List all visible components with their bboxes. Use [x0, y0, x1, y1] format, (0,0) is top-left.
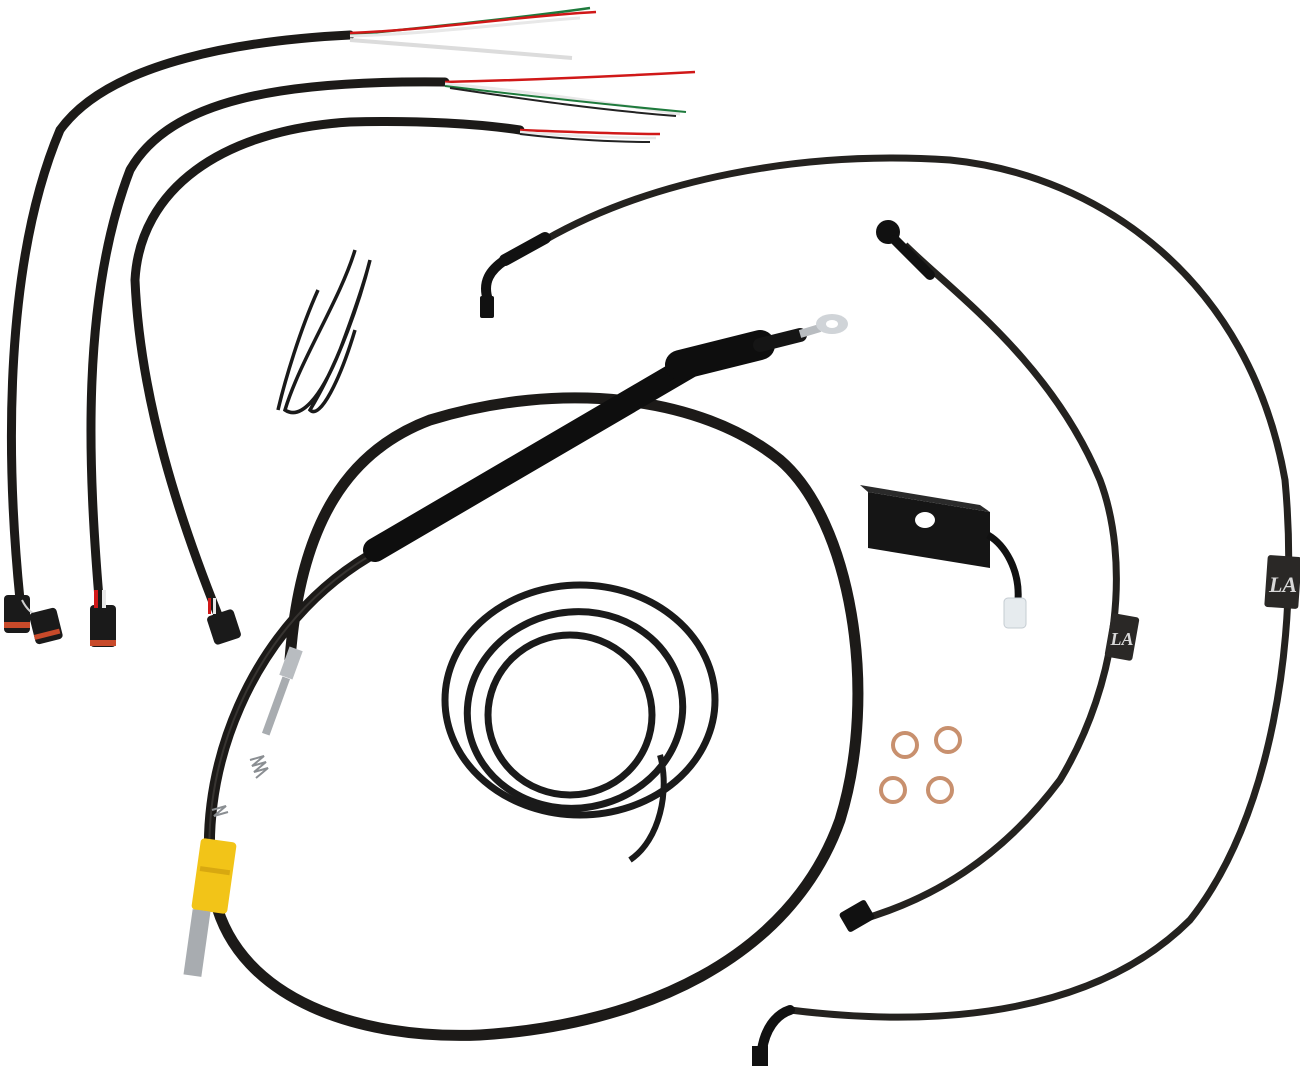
- svg-text:LA: LA: [1109, 629, 1133, 649]
- yellow-end-cap: [183, 838, 237, 977]
- threaded-adjuster: [261, 646, 303, 736]
- ring-terminal: [798, 314, 848, 338]
- hydraulic-switch-block: [860, 485, 1027, 629]
- brand-tag-long: LA: [1264, 555, 1300, 609]
- connector-1a: [4, 595, 30, 633]
- connector-2: [90, 590, 116, 647]
- clutch-cable: [183, 314, 864, 1041]
- svg-text:LA: LA: [1268, 572, 1297, 597]
- heat-shrink-sleeve: [363, 328, 807, 562]
- connector-3: [207, 598, 241, 645]
- coiled-wire: [276, 249, 372, 415]
- upper-brake-line: LA: [480, 154, 1300, 1066]
- wiring-harness-2: [86, 70, 696, 647]
- clear-cap: [1003, 597, 1027, 629]
- crush-washers: [879, 726, 962, 804]
- wiring-harness-3: [130, 116, 661, 645]
- lower-brake-line: LA: [839, 220, 1140, 932]
- wiring-harness-1: [4, 6, 597, 645]
- connector-1b: [21, 599, 63, 645]
- brand-tag-lower: LA: [1104, 613, 1140, 661]
- spring: [211, 755, 269, 817]
- braided-sleeve: [441, 581, 719, 863]
